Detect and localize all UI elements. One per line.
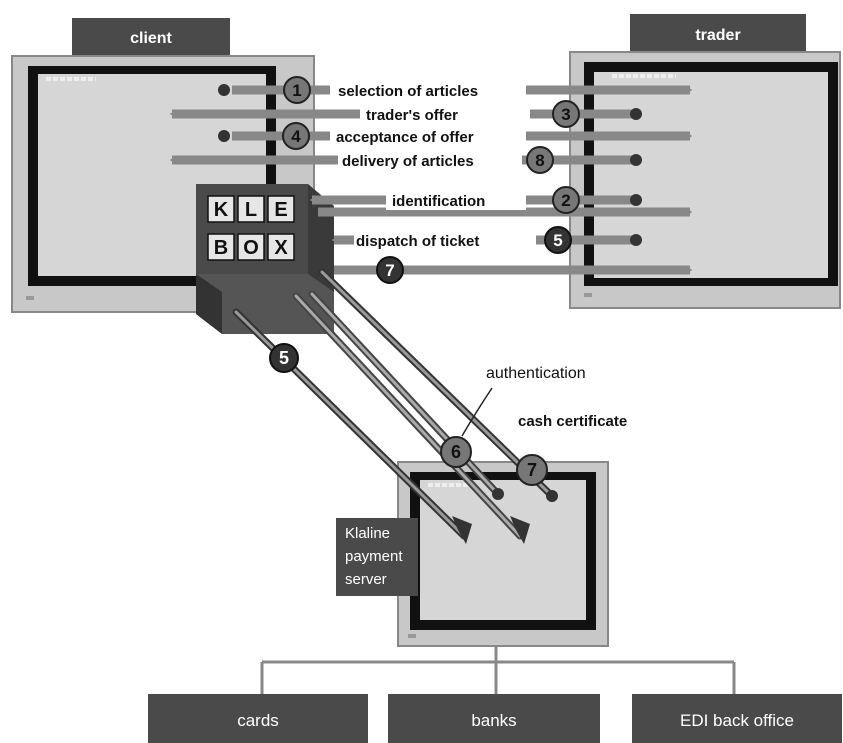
badge-5: 5: [544, 226, 572, 254]
server-label-line3: server: [345, 571, 387, 588]
edi-box: EDI back office: [632, 694, 842, 743]
authentication-pointer: [461, 387, 493, 437]
svg-text:5: 5: [553, 231, 562, 250]
kle-box-top-text: KLE: [214, 199, 288, 221]
banks-box: banks: [388, 694, 600, 743]
label-ticket: dispatch of ticket: [356, 233, 479, 250]
client-label: client: [130, 30, 172, 47]
kle-box-bottom-text: BOX: [214, 237, 289, 259]
server-label-line2: payment: [345, 548, 403, 565]
label-selection: selection of articles: [338, 83, 478, 100]
badge-2: 2: [552, 186, 580, 214]
server-label-line1: Klaline: [345, 525, 390, 542]
trader-screen: [594, 72, 828, 278]
kle-box-keys-top: KLE: [207, 195, 295, 223]
banks-label: banks: [471, 711, 516, 730]
cards-label: cards: [237, 711, 279, 730]
authentication-label: authentication: [486, 365, 586, 382]
client-monitor: client: [11, 18, 315, 313]
svg-text:6: 6: [451, 442, 461, 462]
server-screen: [420, 480, 586, 620]
label-identification: identification: [392, 193, 485, 210]
backend-tree: [260, 646, 736, 694]
server-label-box: [336, 518, 418, 596]
svg-text:1: 1: [292, 81, 301, 100]
badge-6: 6: [440, 436, 472, 468]
svg-text:7: 7: [527, 460, 537, 480]
badge-7-lower: 7: [516, 454, 548, 486]
badge-7-top: 7: [376, 256, 404, 284]
badge-1: 1: [283, 76, 311, 104]
cash-certificate-label: cash certificate: [518, 413, 627, 430]
badge-5-lower: 5: [269, 343, 299, 373]
label-offer: trader's offer: [366, 107, 458, 124]
server-arrowheads: [452, 488, 558, 544]
client-tab: [72, 18, 230, 58]
kle-box-keys-bottom: BOX: [207, 233, 295, 261]
label-plates: [330, 80, 536, 250]
svg-text:7: 7: [385, 261, 394, 280]
number-badges: 1 3 4 8 2 5 7: [282, 76, 580, 284]
trader-tab: [630, 14, 806, 54]
kle-box: KLE BOX: [196, 184, 334, 334]
label-acceptance: acceptance of offer: [336, 129, 474, 146]
badge-4: 4: [282, 122, 310, 150]
label-delivery: delivery of articles: [342, 153, 474, 170]
cards-box: cards: [148, 694, 368, 743]
svg-text:4: 4: [291, 127, 301, 146]
badge-8: 8: [526, 146, 554, 174]
svg-text:2: 2: [561, 191, 570, 210]
origin-dots: [218, 84, 642, 246]
svg-text:3: 3: [561, 105, 570, 124]
svg-text:5: 5: [279, 348, 289, 368]
badge-3: 3: [552, 100, 580, 128]
edi-label: EDI back office: [680, 711, 794, 730]
svg-text:8: 8: [535, 151, 544, 170]
trader-label: trader: [695, 27, 740, 44]
